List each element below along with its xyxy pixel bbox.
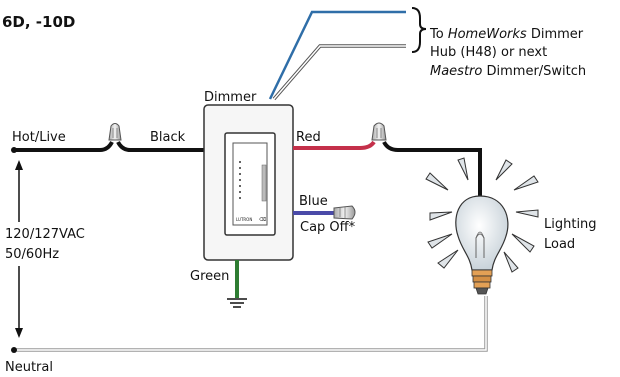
voltage-arrow-up: [15, 160, 23, 170]
label-lighting: Lighting: [544, 217, 597, 232]
hub-note-line1: To HomeWorks Dimmer: [429, 27, 584, 42]
hub-brace: [411, 7, 427, 53]
wire-nut-load: [371, 122, 387, 141]
label-frequency: 50/60Hz: [5, 247, 59, 262]
neutral-terminal: [11, 347, 17, 353]
neutral-wire-outer: [14, 296, 488, 352]
label-cap-off: Cap Off*: [300, 220, 356, 235]
hot-wire-left: [14, 141, 114, 152]
label-black: Black: [150, 130, 186, 145]
label-blue: Blue: [299, 194, 328, 209]
red-wire: [293, 140, 376, 150]
wire-cap-blue: [333, 205, 356, 220]
voltage-label-bg: [4, 222, 114, 266]
label-voltage: 120/127VAC: [5, 227, 85, 242]
dimmer-slider-rocker: [261, 164, 267, 202]
wire-nut-hot: [108, 123, 122, 141]
dimmer-brand-text: LUTRON: [236, 217, 252, 222]
dimmer-led-column: [239, 161, 241, 199]
lightbulb-icon: [455, 195, 509, 295]
voltage-arrow-down: [15, 328, 23, 338]
hub-note-line3: Maestro Dimmer/Switch: [430, 64, 586, 79]
hot-wire-right: [116, 141, 204, 152]
light-rays: [425, 157, 539, 273]
dimmer-small-icon: ⌫: [259, 217, 266, 223]
neutral-wire-inner: [14, 296, 487, 351]
label-load: Load: [544, 237, 575, 252]
label-dimmer: Dimmer: [204, 90, 257, 105]
label-green: Green: [190, 269, 229, 284]
hub-note-line2: Hub (H48) or next: [430, 45, 547, 60]
ground-symbol-icon: [227, 298, 247, 308]
load-wire: [382, 141, 482, 200]
label-hot-live: Hot/Live: [12, 130, 66, 145]
hot-terminal: [11, 147, 17, 153]
comm-wire-blue: [268, 10, 406, 100]
label-neutral: Neutral: [5, 360, 53, 375]
comm-wire-gray-inner: [273, 45, 406, 100]
comm-wire-gray: [272, 44, 406, 101]
dimmer-paddle: [232, 142, 268, 226]
model-suffix: 6D, -10D: [2, 13, 75, 31]
label-red: Red: [296, 130, 321, 145]
